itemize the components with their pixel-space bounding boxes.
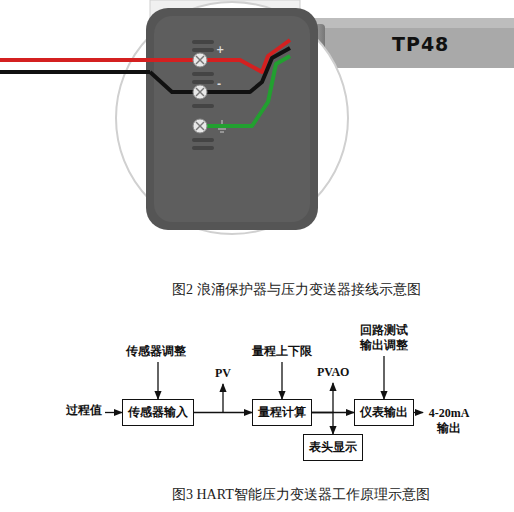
input-arrow — [105, 412, 122, 413]
pvao-arrow — [332, 383, 333, 413]
figure-caption: 图2 浪涌保护器与压力变送器接线示意图 — [172, 281, 421, 299]
signal-label: 过程值 — [66, 403, 102, 418]
process-box: 传感器输入 — [122, 399, 194, 426]
signal-label: PV — [215, 366, 231, 381]
magnify-circle — [116, 2, 348, 234]
node-text: 表头显示 — [309, 439, 357, 456]
terminal-screw — [193, 53, 207, 133]
signal-label: PVAO — [317, 365, 349, 380]
pv-arrow — [222, 384, 223, 413]
signal-label: 4-20mA 输出 — [426, 406, 472, 436]
node-text: 传感器输入 — [128, 404, 188, 421]
signal-label: 回路测试 输出调整 — [358, 323, 410, 353]
process-box: 量程计算 — [252, 399, 312, 426]
terminal-sign: + — [216, 44, 224, 57]
model-label: TP48 — [392, 33, 449, 57]
node-text: 量程计算 — [258, 404, 306, 421]
terminal-board — [146, 8, 318, 230]
display-box: 表头显示 — [303, 434, 363, 461]
signal-label: 传感器调整 — [126, 344, 186, 359]
process-box: 仪表输出 — [354, 399, 414, 426]
terminal-sign: - — [217, 78, 221, 91]
adjust-arrow — [157, 362, 158, 399]
output-arrow — [414, 412, 423, 413]
figure-caption: 图3 HART智能压力变送器工作原理示意图 — [172, 486, 430, 504]
range-arrow — [281, 362, 282, 399]
signal-arrow — [312, 413, 333, 435]
node-text: 仪表输出 — [360, 404, 408, 421]
loop-test-arrow — [383, 356, 384, 399]
signal-label: 量程上下限 — [252, 344, 312, 359]
